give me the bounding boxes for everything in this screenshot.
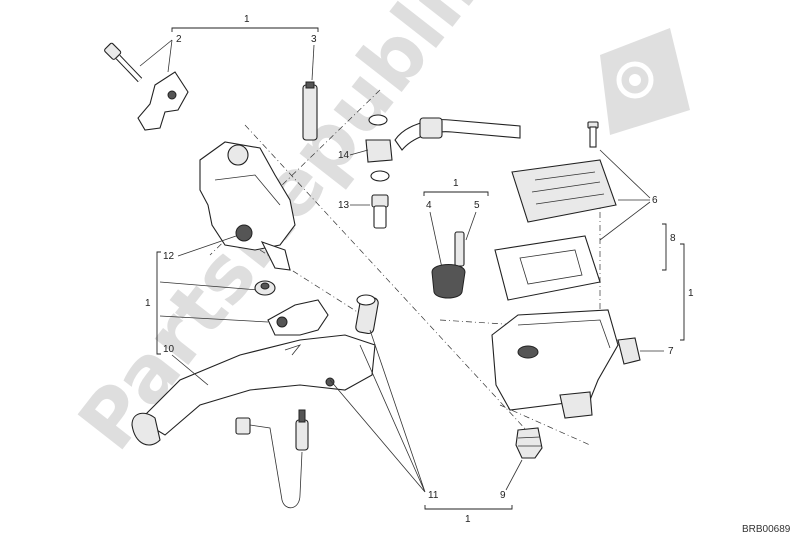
lever-part (131, 334, 376, 446)
label-plug: 7 (668, 346, 674, 357)
label-banjo-washer: 14 (338, 150, 350, 161)
drawing-code: BRB00689 (742, 524, 791, 535)
gasket-group-bracket (662, 223, 667, 271)
label-mid-group: 1 (453, 178, 459, 189)
label-gasket-group: 8 (670, 233, 676, 244)
reservoir-cap (511, 159, 617, 223)
plug-part (617, 337, 641, 365)
label-right-group: 1 (688, 288, 694, 299)
clamp-part (137, 71, 189, 131)
label-spring: 11 (428, 490, 439, 501)
pushrod-part (355, 294, 379, 335)
banjo-washer-part (365, 114, 393, 182)
label-stud: 3 (311, 34, 317, 45)
label-bolt: 2 (176, 34, 182, 45)
left-group-bracket (156, 251, 161, 355)
bushing-part (431, 264, 466, 299)
mid-group-bracket (423, 191, 489, 196)
cap-screw-part (587, 121, 599, 148)
label-top-group: 1 (244, 14, 250, 25)
adjuster-part (267, 299, 329, 336)
label-cap-screws: 6 (652, 195, 658, 206)
switch-part (235, 409, 309, 509)
reservoir-body (491, 309, 619, 419)
label-pin: 4 (426, 200, 432, 211)
bolt-part (104, 42, 143, 83)
label-pivot-bolt: 12 (163, 251, 175, 262)
hose-part (394, 117, 521, 151)
master-cylinder-body (199, 141, 296, 271)
label-boot: 9 (500, 490, 506, 501)
boot-part (515, 427, 543, 459)
label-bushing: 5 (474, 200, 480, 211)
gear-icon (600, 28, 690, 135)
label-left-group: 1 (145, 298, 151, 309)
stud-part (302, 81, 318, 141)
right-group-bracket (680, 243, 685, 341)
bottom-group-bracket (424, 505, 513, 510)
label-banjo-bolt: 13 (338, 200, 350, 211)
watermark: PartsRepublik (62, 0, 690, 467)
label-bottom-group: 1 (465, 514, 471, 525)
top-group-bracket (171, 27, 319, 32)
label-lever: 10 (163, 344, 175, 355)
nut-part (254, 280, 276, 296)
diaphragm-part (494, 235, 601, 301)
pin-part (454, 231, 465, 267)
banjo-bolt-part (371, 194, 389, 229)
